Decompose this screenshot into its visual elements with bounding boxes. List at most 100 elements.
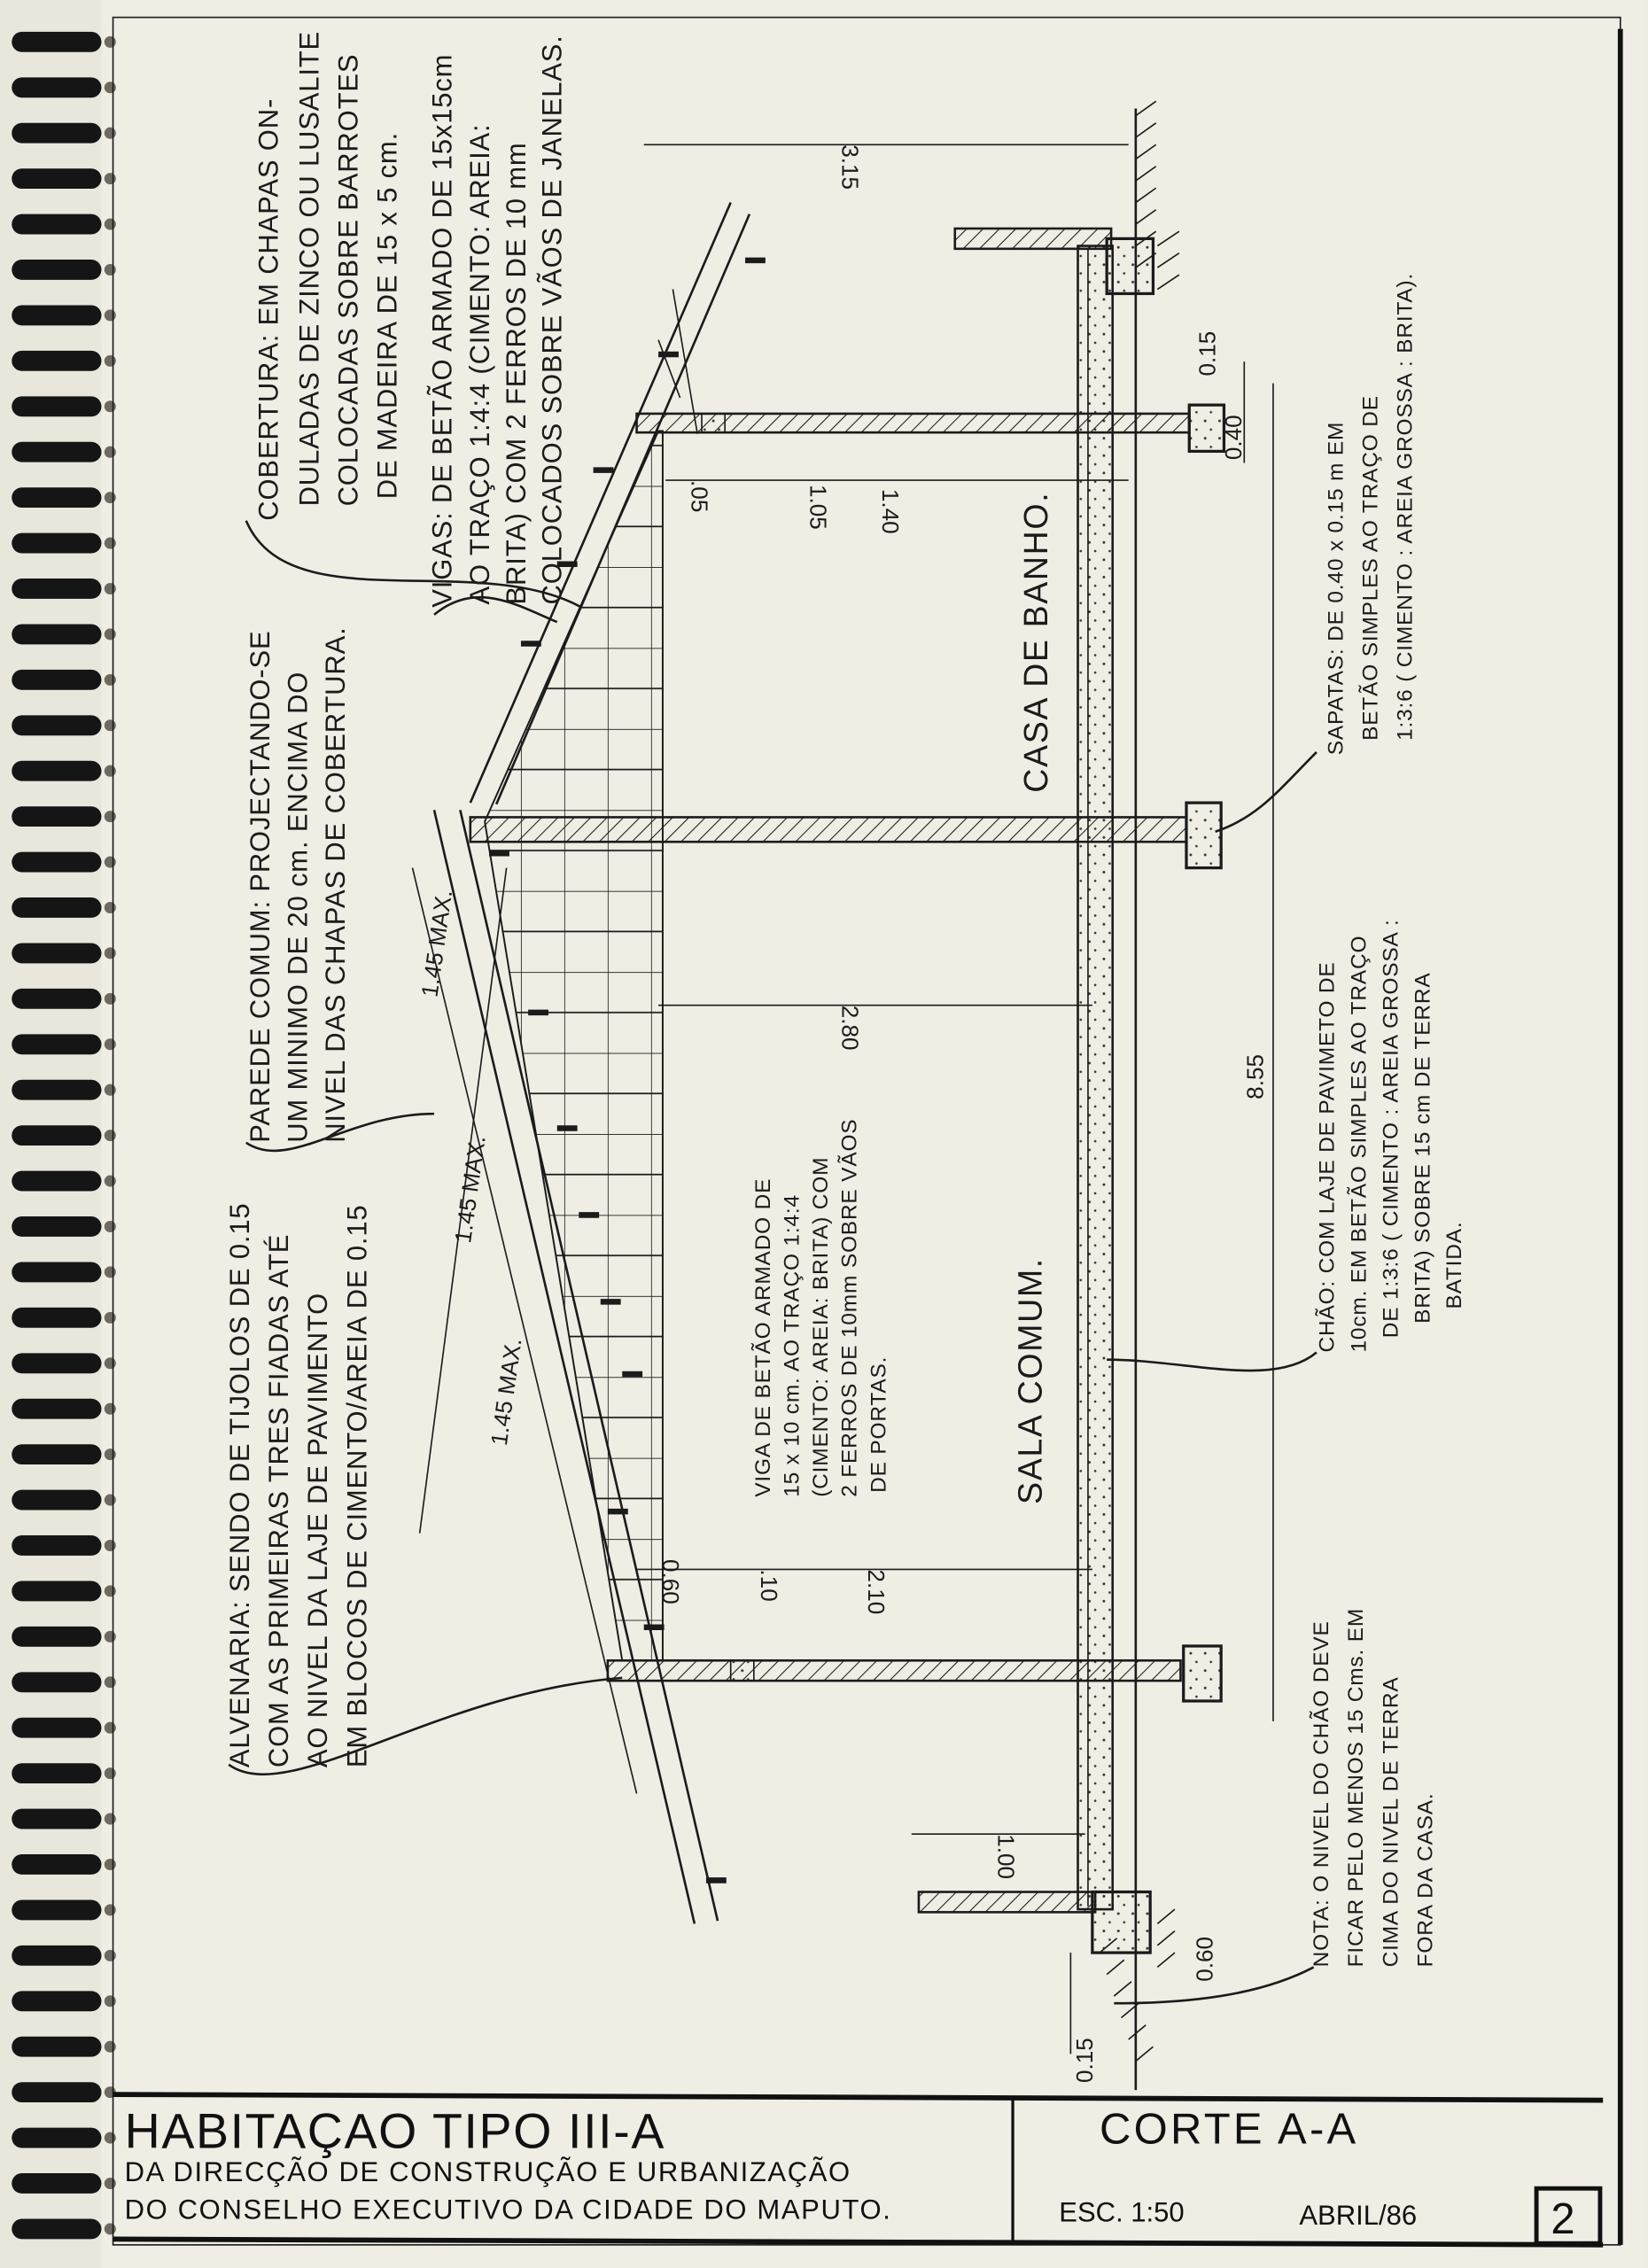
spiral-coil	[12, 715, 102, 736]
note-line: CIMA DO NIVEL DE TERRA	[1379, 1676, 1403, 1967]
binding-hole	[104, 446, 116, 458]
binding-hole	[104, 856, 116, 868]
dim-0-10: .10	[756, 1569, 782, 1601]
drawing-subtitle-2: DO CONSELHO EXECUTIVO DA CIDADE DO MAPUT…	[125, 2194, 892, 2225]
spiral-coil	[12, 669, 102, 690]
spiral-coil	[12, 1717, 102, 1738]
spiral-coil	[12, 1398, 102, 1419]
note-line: EM BLOCOS DE CIMENTO/AREIA DE 0.15	[341, 1204, 372, 1767]
binding-hole	[104, 537, 116, 549]
sheet-number: 2	[1551, 2195, 1578, 2243]
binding-hole	[104, 1721, 116, 1734]
note-line: 15 x 10 cm. AO TRAÇO 1:4:4	[780, 1194, 804, 1497]
note-line: BETÃO SIMPLES AO TRAÇO DE	[1358, 395, 1382, 741]
note-line: DE 1:3:6 ( CIMENTO : AREIA GROSSA :	[1379, 919, 1403, 1338]
binding-hole	[104, 492, 116, 504]
spiral-coil	[12, 1854, 102, 1875]
spiral-coil	[12, 1079, 102, 1100]
title-block: HABITAÇAO TIPO III-A DA DIRECÇÃO DE CONS…	[113, 2092, 1604, 2248]
note-line: (CIMENTO: AREIA: BRITA) COM	[809, 1157, 833, 1497]
spiral-coil	[12, 1262, 102, 1283]
note-line: BRITA) SOBRE 15 cm DE TERRA	[1411, 972, 1434, 1323]
binding-hole	[104, 1311, 116, 1324]
note-line: 10cm. EM BETÃO SIMPLES AO TRAÇO	[1347, 936, 1371, 1353]
dim-8-55: 8.55	[1242, 1054, 1269, 1099]
wall-sala	[606, 1658, 1182, 1682]
note-line: VIGAS: DE BETÃO ARMADO DE 15x15cm	[427, 54, 458, 608]
spiral-coil	[12, 988, 102, 1009]
spiral-coil	[12, 943, 102, 964]
spiral-coil	[12, 1945, 102, 1966]
binding-hole	[104, 1038, 116, 1051]
binding-hole	[104, 947, 116, 959]
drawing-subtitle-1: DA DIRECÇÃO DE CONSTRUÇÃO E URBANIZAÇÃO	[125, 2156, 851, 2187]
dim-0-60-window: 0.60	[657, 1559, 684, 1604]
spiral-coil	[12, 1307, 102, 1328]
note-nivel-chao: NOTA: O NIVEL DO CHÃO DEVE FICAR PELO ME…	[1310, 1608, 1438, 1967]
binding-hole	[104, 35, 116, 48]
spiral-coil	[12, 1489, 102, 1511]
binding-hole	[104, 582, 116, 595]
room-label-sala: SALA COMUM.	[1012, 1257, 1049, 1504]
binding-hole	[104, 765, 116, 777]
paper-sheet	[101, 0, 1648, 2268]
binding-hole	[104, 1813, 116, 1825]
binding-hole	[104, 1539, 116, 1552]
note-line: DULADAS DE ZINCO OU LUSALITE	[293, 31, 324, 506]
dim-0-60-ground: 0.60	[1191, 1937, 1217, 1982]
binding-hole	[104, 673, 116, 686]
note-sapatas: SAPATAS: DE 0.40 x 0.15 m EM BETÃO SIMPL…	[1324, 273, 1417, 755]
dim-3-15: 3.15	[836, 144, 863, 190]
wall-bathroom	[635, 412, 1191, 434]
spiral-coil	[12, 31, 102, 52]
note-viga-portas: VIGA DE BETÃO ARMADO DE 15 x 10 cm. AO T…	[751, 1119, 891, 1497]
section-title: CORTE A-A	[1100, 2106, 1358, 2154]
spiral-coil	[12, 1763, 102, 1784]
binding-hole	[104, 400, 116, 413]
footing-left	[1105, 237, 1155, 296]
dimension-lines	[418, 144, 1274, 2054]
date-label: ABRIL/86	[1299, 2200, 1417, 2231]
binding-hole	[104, 1995, 116, 2008]
note-line: FORA DA CASA.	[1414, 1793, 1438, 1968]
spiral-coil	[12, 2036, 102, 2057]
note-cobertura: COBERTURA: EM CHAPAS ON- DULADAS DE ZINC…	[253, 31, 403, 521]
spiral-coil	[12, 1170, 102, 1192]
dim-2-10: 2.10	[863, 1569, 890, 1614]
dim-0-05: .05	[687, 480, 713, 512]
spiral-binding	[12, 31, 116, 2240]
note-line: VIGA DE BETÃO ARMADO DE	[751, 1178, 775, 1497]
binding-hole	[104, 1949, 116, 1961]
note-line: NOTA: O NIVEL DO CHÃO DEVE	[1310, 1620, 1333, 1967]
binding-hole	[104, 1220, 116, 1233]
spiral-coil	[12, 2173, 102, 2194]
binding-hole	[104, 2040, 116, 2053]
dim-1-05: 1.05	[805, 485, 831, 530]
binding-hole	[104, 2132, 116, 2144]
lintel-beam	[729, 1659, 755, 1682]
spiral-coil	[12, 1991, 102, 2012]
binding-hole	[104, 1904, 116, 1916]
binding-hole	[104, 628, 116, 641]
note-line: DE PORTAS.	[867, 1356, 890, 1493]
spiral-coil	[12, 1535, 102, 1556]
note-line: COBERTURA: EM CHAPAS ON-	[253, 98, 284, 521]
window-beam	[701, 413, 726, 433]
note-line: DE MADEIRA DE 15 x 5 cm.	[372, 132, 403, 499]
binding-hole	[104, 901, 116, 914]
spiral-coil	[12, 441, 102, 462]
binding-hole	[104, 811, 116, 823]
note-line: FICAR PELO MENOS 15 Cms. EM	[1344, 1608, 1368, 1967]
spiral-coil	[12, 1672, 102, 1693]
note-line: BRITA) COM 2 FERROS DE 10 mm	[501, 142, 532, 604]
spiral-coil	[12, 1581, 102, 1602]
note-line: COLOCADAS SOBRE BARROTES	[332, 54, 363, 507]
drawing-title: HABITAÇAO TIPO III-A	[125, 2103, 665, 2158]
spiral-coil	[12, 122, 102, 144]
note-line: AO TRAÇO 1:4:4 (CIMENTO: AREIA:	[464, 123, 495, 604]
note-line: AO NIVEL DA LAJE DE PAVIMENTO	[302, 1293, 333, 1767]
wall-end-right	[917, 1891, 1097, 1914]
binding-hole	[104, 1449, 116, 1461]
room-label-banho: CASA DE BANHO.	[1017, 492, 1054, 793]
